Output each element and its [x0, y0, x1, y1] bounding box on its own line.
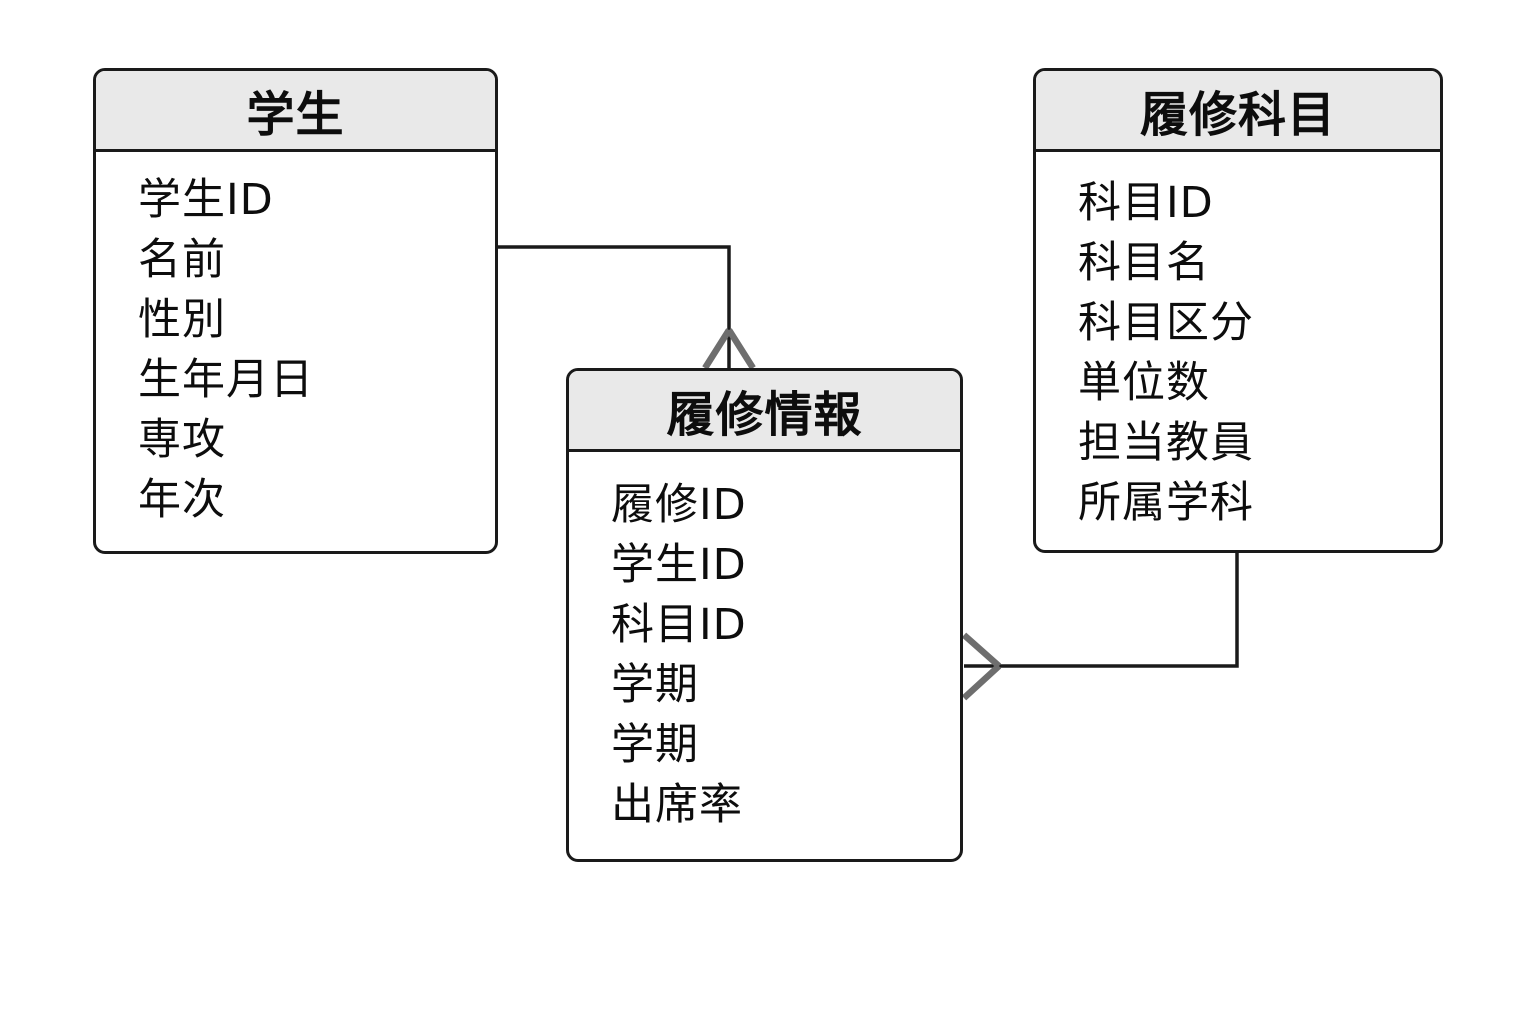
entity-field: 学生ID	[611, 540, 747, 590]
entity-fields-enrollment: 履修ID 学生ID 科目ID 学期 学期 出席率	[569, 452, 960, 835]
entity-header-student: 学生	[96, 71, 495, 152]
entity-field: 学期	[611, 720, 699, 770]
entity-course: 履修科目 科目ID 科目名 科目区分 単位数 担当教員 所属学科	[1033, 68, 1443, 553]
entity-field: 科目区分	[1078, 298, 1254, 348]
crow-foot-icon-student-enrollment	[702, 328, 756, 370]
entity-field: 学生ID	[138, 175, 274, 225]
entity-enrollment: 履修情報 履修ID 学生ID 科目ID 学期 学期 出席率	[566, 368, 963, 862]
entity-fields-student: 学生ID 名前 性別 生年月日 専攻 年次	[96, 152, 495, 530]
entity-title-enrollment: 履修情報	[666, 387, 863, 443]
entity-field: 科目名	[1078, 238, 1210, 288]
entity-field: 履修ID	[611, 480, 747, 530]
entity-header-course: 履修科目	[1036, 71, 1440, 152]
relationship-student-enrollment-line	[498, 245, 731, 368]
entity-field: 科目ID	[611, 600, 747, 650]
entity-title-course: 履修科目	[1139, 87, 1336, 143]
crow-foot-icon-course-enrollment	[961, 632, 1002, 701]
entity-fields-course: 科目ID 科目名 科目区分 単位数 担当教員 所属学科	[1036, 152, 1440, 533]
entity-field: 科目ID	[1078, 178, 1214, 228]
entity-field: 学期	[611, 660, 699, 710]
entity-field: 担当教員	[1078, 418, 1254, 468]
relationship-course-enrollment-line	[964, 553, 1239, 668]
entity-title-student: 学生	[246, 87, 345, 143]
entity-field: 単位数	[1078, 358, 1210, 408]
entity-student: 学生 学生ID 名前 性別 生年月日 専攻 年次	[93, 68, 498, 554]
entity-field: 名前	[138, 235, 226, 285]
entity-field: 出席率	[611, 780, 743, 830]
entity-field: 生年月日	[138, 355, 314, 405]
entity-field: 専攻	[138, 415, 226, 465]
entity-field: 性別	[138, 295, 226, 345]
entity-field: 所属学科	[1078, 478, 1254, 528]
entity-field: 年次	[138, 475, 226, 525]
entity-header-enrollment: 履修情報	[569, 371, 960, 452]
